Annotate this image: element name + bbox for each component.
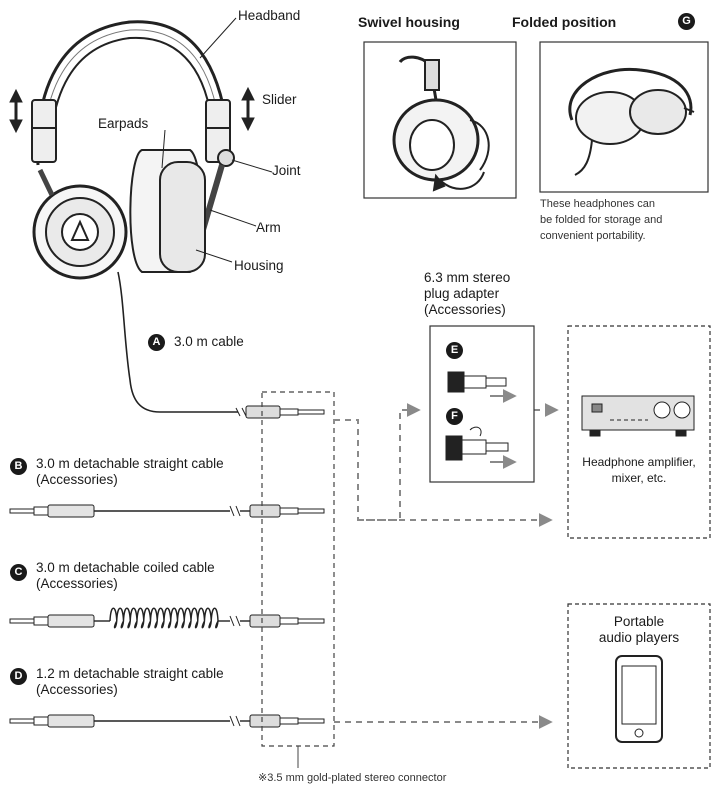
connector-footnote: ※3.5 mm gold-plated stereo connector	[258, 772, 447, 784]
label-joint: Joint	[272, 163, 301, 178]
portable-label-line-1: Portable	[613, 614, 665, 629]
adapter-label-line-1: 6.3 mm stereo	[424, 270, 511, 285]
badge-e: E	[446, 342, 463, 359]
cable-b-label-line-1: 3.0 m detachable straight cable	[36, 456, 224, 471]
cable-a-label: 3.0 m cable	[174, 334, 244, 349]
slider-arrow-right	[241, 86, 255, 132]
adapter-e-illustration	[447, 371, 517, 403]
cable-c-label-line-1: 3.0 m detachable coiled cable	[36, 560, 215, 575]
cable-b-label-line-2: (Accessories)	[36, 472, 118, 487]
label-housing: Housing	[234, 258, 284, 273]
swivel-illustration	[392, 55, 490, 192]
folded-caption-line-3: convenient portability.	[540, 230, 646, 242]
folded-illustration	[568, 67, 695, 176]
portable-label-line-2: audio players	[598, 630, 680, 645]
badge-c: C	[10, 564, 27, 581]
badge-b: B	[10, 458, 27, 475]
connector-bracket	[261, 391, 335, 747]
label-arm: Arm	[256, 220, 281, 235]
swivel-title: Swivel housing	[358, 14, 460, 30]
label-slider: Slider	[262, 92, 297, 107]
amplifier-illustration	[581, 395, 695, 437]
cable-c-label-line-2: (Accessories)	[36, 576, 118, 591]
badge-a: A	[148, 334, 165, 351]
label-headband: Headband	[238, 8, 301, 23]
amplifier-label-line-1: Headphone amplifier,	[582, 455, 696, 469]
adapter-label-line-3: (Accessories)	[424, 302, 506, 317]
phone-illustration	[615, 655, 663, 743]
headphones-illustration	[31, 20, 238, 413]
badge-d: D	[10, 668, 27, 685]
cable-c	[9, 607, 325, 629]
adapter-f-illustration	[445, 426, 517, 469]
adapter-label-line-2: plug adapter	[424, 286, 500, 301]
folded-title: Folded position	[512, 14, 617, 30]
amplifier-label-line-2: mixer, etc.	[611, 471, 667, 485]
amplifier-box	[567, 325, 711, 539]
label-earpads: Earpads	[98, 116, 149, 131]
connection-lines	[334, 403, 559, 729]
folded-caption-line-1: These headphones can	[540, 198, 655, 210]
cable-d-label-line-2: (Accessories)	[36, 682, 118, 697]
callout-lines	[161, 17, 273, 263]
cable-d-label-line-1: 1.2 m detachable straight cable	[36, 666, 224, 681]
badge-g: G	[678, 13, 695, 30]
cable-a-plug	[235, 405, 325, 419]
cable-d	[9, 714, 325, 728]
folded-caption-line-2: be folded for storage and	[540, 214, 663, 226]
cable-b	[9, 504, 325, 518]
slider-arrow-left	[9, 88, 23, 134]
badge-f: F	[446, 408, 463, 425]
